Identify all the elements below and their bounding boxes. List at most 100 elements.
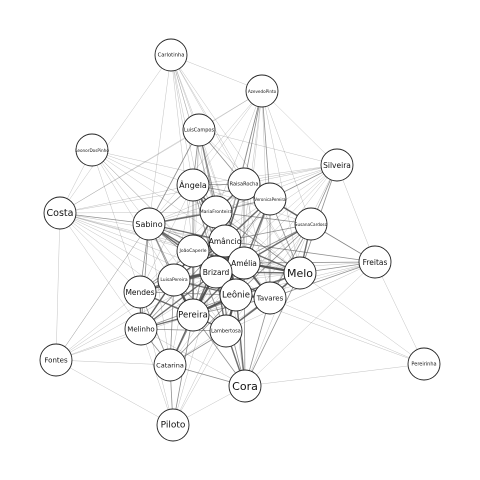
node-label: Leônie — [222, 290, 250, 301]
node-label: VeronicaPereira — [254, 197, 286, 202]
node-Amelia: Amélia — [227, 246, 261, 280]
node-Carlotinha: Carlotinha — [154, 38, 188, 72]
edge-Silveira-Amelia — [243, 164, 338, 264]
node-Angela: Ângela — [176, 168, 210, 202]
node-SusanaCardoso: SusanaCardoso — [294, 207, 328, 241]
node-Sabino: Sabino — [132, 207, 166, 241]
node-Melo: Melo — [283, 256, 317, 290]
edge-AzevedoPinto-Angela — [192, 90, 263, 186]
edge-Fontes-Catarina — [55, 359, 171, 366]
node-circle — [209, 314, 243, 348]
node-VeronicaPereira: VeronicaPereira — [253, 182, 287, 216]
edge-AzevedoPinto-VeronicaPereira — [261, 90, 271, 200]
node-label: Brizard — [203, 268, 230, 277]
node-circle — [157, 263, 191, 297]
node-circle — [124, 312, 158, 346]
edge-LeonorDosPinho-Mendes — [91, 149, 141, 293]
node-label: Freitas — [363, 258, 388, 267]
node-circle — [358, 245, 392, 279]
edge-Carlotinha-Costa — [59, 54, 172, 214]
edge-Freitas-Tavares — [269, 261, 376, 299]
edge-LuisCampos-Silveira — [198, 129, 338, 166]
node-label: Fontes — [44, 357, 68, 365]
node-label: MariaFronteira — [200, 209, 233, 215]
node-label: Mendes — [125, 288, 154, 297]
node-Freitas: Freitas — [358, 245, 392, 279]
node-Amancio: Amâncio — [208, 224, 242, 258]
node-label: LeonorDosPinho — [75, 148, 109, 153]
edge-Carlotinha-Angela — [170, 54, 194, 186]
node-circle — [156, 408, 190, 442]
node-circle — [154, 38, 188, 72]
node-circle — [227, 167, 261, 201]
edge-AzevedoPinto-Melo — [261, 90, 301, 274]
node-circle — [132, 207, 166, 241]
node-Catarina: Catarina — [153, 348, 187, 382]
node-label: Costa — [47, 208, 74, 219]
edge-Sabino-Catarina — [148, 223, 171, 366]
edge-RaisaRocha-Melo — [243, 183, 301, 274]
edge-Carlotinha-Melo — [170, 54, 301, 274]
edge-AzevedoPinto-Costa — [59, 90, 263, 214]
edge-Costa-Mendes — [59, 212, 141, 293]
edge-AzevedoPinto-Silveira — [261, 90, 338, 166]
node-label: RaisaRocha — [230, 182, 259, 188]
node-label: Silveira — [323, 161, 351, 170]
node-label: Ângela — [179, 179, 207, 190]
node-circle — [176, 234, 210, 268]
node-circle — [176, 168, 210, 202]
node-circle — [43, 196, 77, 230]
edge-Melinho-Cora — [140, 328, 246, 387]
node-circle — [176, 298, 210, 332]
node-label: Cora — [232, 380, 258, 393]
edge-SusanaCardoso-Lambertosa — [225, 223, 312, 332]
node-circle — [407, 347, 441, 381]
edge-AzevedoPinto-SusanaCardoso — [261, 90, 312, 225]
edge-LeonorDosPinho-RaisaRocha — [91, 149, 245, 185]
node-label: Amâncio — [209, 237, 242, 246]
node-LeonorDosPinho: LeonorDosPinho — [75, 133, 109, 167]
node-circle — [123, 275, 157, 309]
edge-Melinho-Piloto — [140, 328, 174, 426]
edge-Melo-Pereirinha — [299, 272, 425, 365]
edge-Costa-Melinho — [59, 212, 142, 330]
edge-Freitas-Pereirinha — [374, 261, 425, 365]
node-circle — [245, 74, 279, 108]
edge-Angela-Costa — [59, 184, 194, 214]
node-label: Melinho — [127, 326, 154, 334]
edge-LuisCampos-Sabino — [148, 129, 200, 225]
edge-Carlotinha-Brizard — [170, 54, 217, 273]
node-label: SusanaCardoso — [295, 222, 328, 227]
node-circle — [320, 148, 354, 182]
edge-Pereira-Fontes — [55, 314, 194, 361]
node-label: Amélia — [231, 259, 257, 268]
edge-Lambertosa-Piloto — [172, 330, 227, 426]
node-circle — [75, 133, 109, 167]
node-label: Tavares — [256, 295, 284, 303]
edge-Fontes-Piloto — [55, 359, 174, 426]
edge-Costa-JoaoCaperle — [59, 212, 194, 252]
node-label: Pereirinha — [411, 362, 436, 368]
node-circle — [294, 207, 328, 241]
node-JoaoCaperle: JoãoCaperle — [176, 234, 210, 268]
node-LuisaPereira: LuisaPereira — [157, 263, 191, 297]
node-circle — [153, 348, 187, 382]
edge-Carlotinha-Sabino — [148, 54, 172, 225]
node-label: Melo — [287, 267, 313, 280]
edge-Carlotinha-JoaoCaperle — [170, 54, 194, 252]
edge-Costa-LuisaPereira — [59, 212, 175, 281]
node-label: Catarina — [156, 362, 184, 370]
node-Silveira: Silveira — [320, 148, 354, 182]
node-circle — [219, 278, 253, 312]
node-MariaFronteira: MariaFronteira — [199, 195, 233, 229]
node-RaisaRocha: RaisaRocha — [227, 167, 261, 201]
node-circle — [228, 369, 262, 403]
node-label: JoãoCaperle — [179, 248, 207, 254]
node-Pereira: Pereira — [176, 298, 210, 332]
edge-LeonorDosPinho-Angela — [91, 149, 194, 186]
edge-SusanaCardoso-Leonie — [235, 223, 312, 296]
node-AzevedoPinto: AzevedoPinto — [245, 74, 279, 108]
node-label: Pereira — [178, 311, 208, 321]
edge-Costa-Fontes — [55, 212, 61, 361]
